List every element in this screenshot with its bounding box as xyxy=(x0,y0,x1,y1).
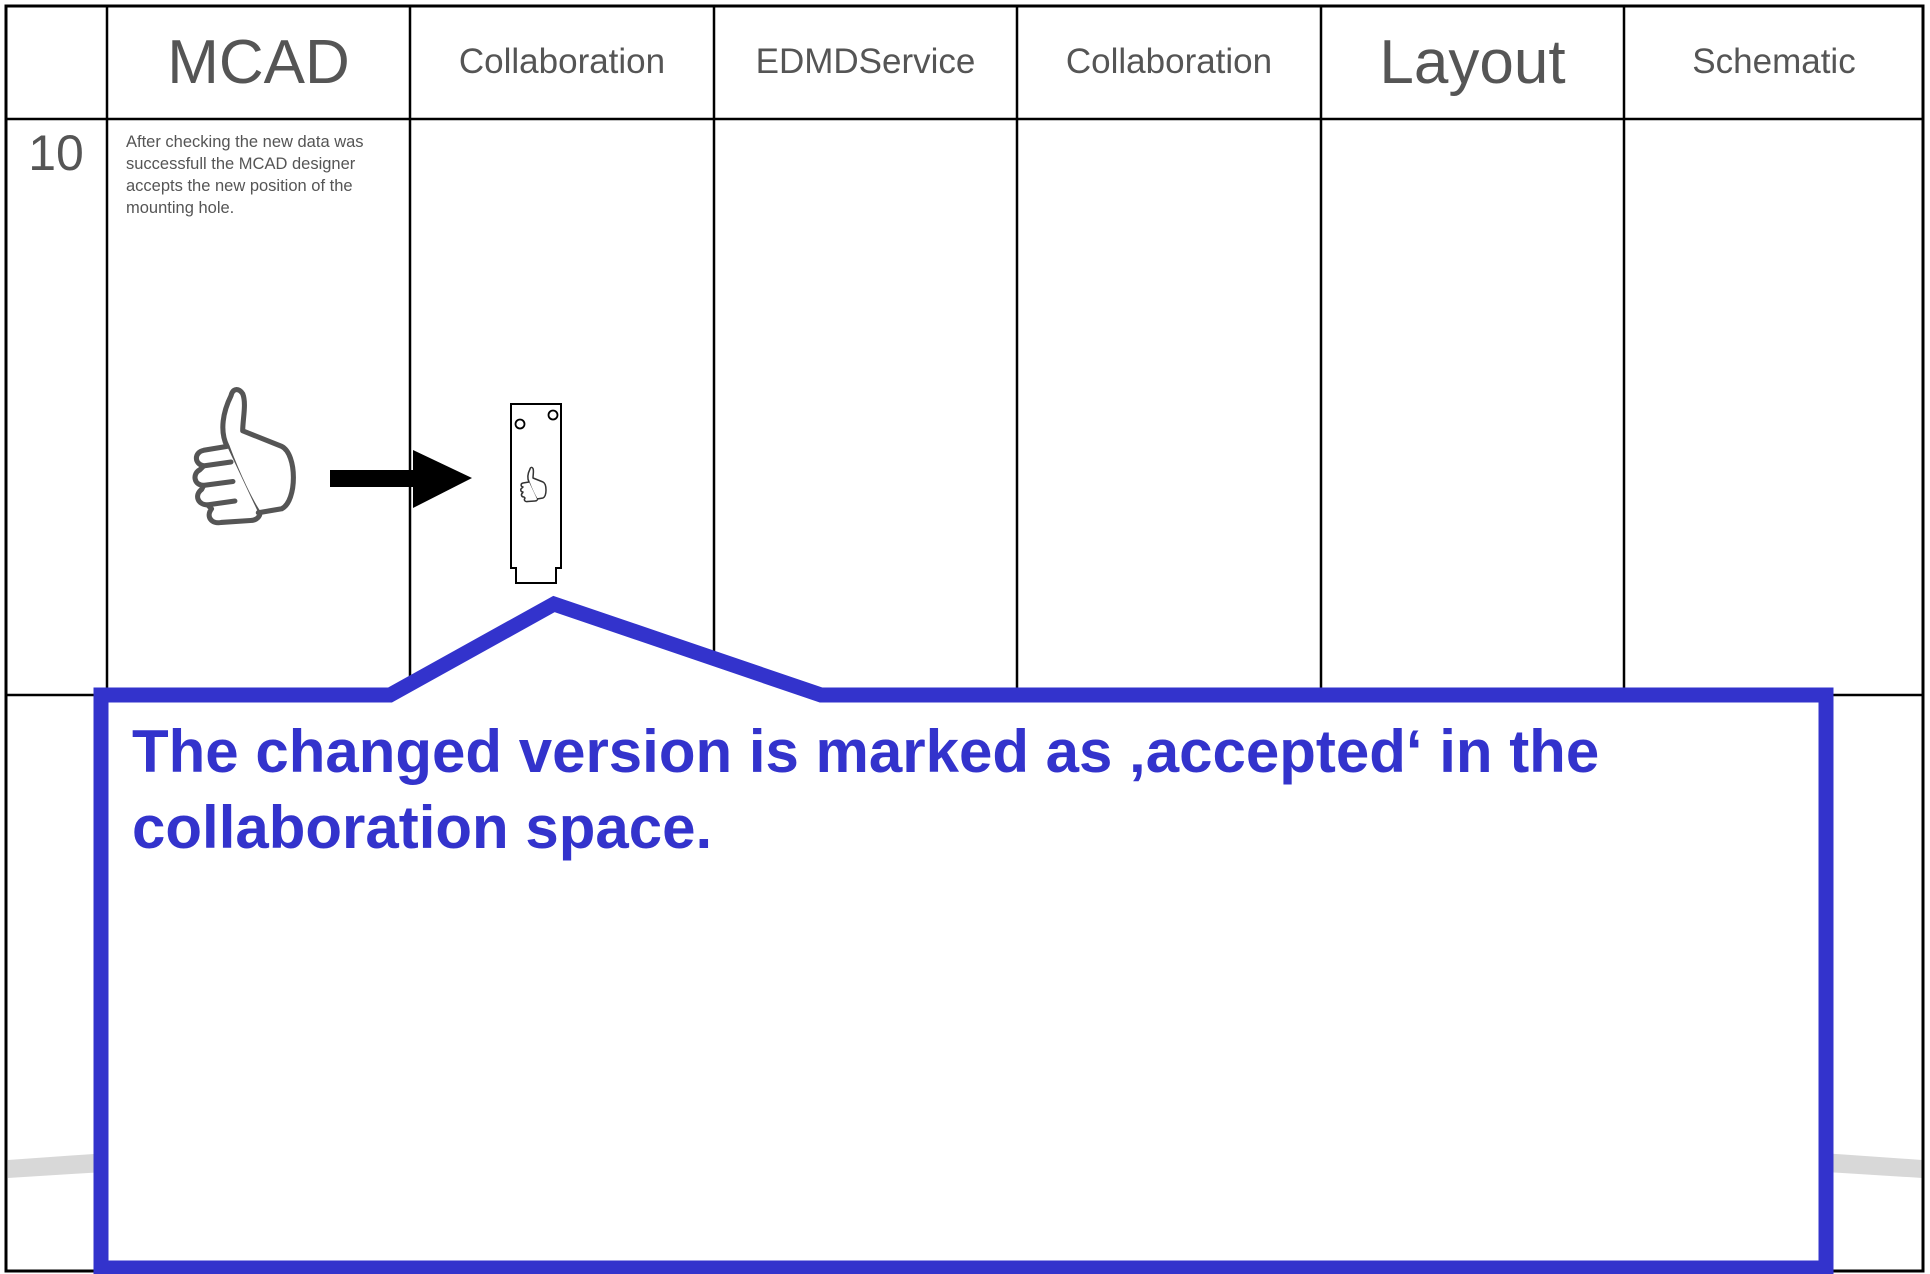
column-header-collaboration-2: Collaboration xyxy=(1065,42,1273,81)
callout-text: The changed version is marked as ‚accept… xyxy=(132,718,1600,861)
pcb-board-icon xyxy=(510,403,562,584)
thumbs-up-icon xyxy=(192,387,296,526)
column-header-layout: Layout xyxy=(1379,27,1566,97)
column-header-schematic: Schematic xyxy=(1692,42,1856,81)
small-thumbs-up-icon xyxy=(520,466,547,503)
mounting-hole-left xyxy=(514,418,526,430)
step-description: After checking the new data was successf… xyxy=(126,133,364,217)
column-header-edmdservice: EDMDService xyxy=(755,42,976,81)
row-number: 10 xyxy=(28,125,84,181)
callout-box xyxy=(93,595,1834,1274)
arrow-right-icon xyxy=(330,450,472,508)
column-header-collaboration: Collaboration xyxy=(458,42,666,81)
column-header-mcad: MCAD xyxy=(167,27,350,97)
mounting-hole-right xyxy=(547,409,559,421)
